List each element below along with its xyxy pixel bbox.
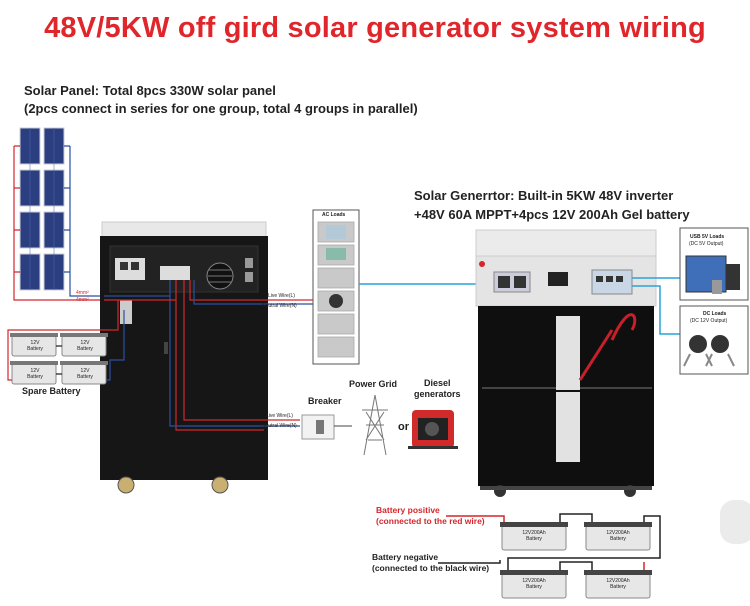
ac-loads-panel — [312, 209, 360, 365]
usb-loads-label-line2: (DC 5V Output) — [689, 241, 724, 247]
diesel-generator — [408, 410, 458, 449]
solar-panel-array — [19, 127, 65, 291]
battery-negative-label: Battery negative — [372, 552, 439, 562]
dc-loads-label-line2: (DC 12V Output) — [690, 318, 728, 324]
neutral-wire-bottom-label: Neutral Wire(N) — [262, 423, 297, 429]
dc-loads-label-line1: DC Loads — [703, 311, 727, 317]
ac-loads-label: AC Loads — [322, 212, 346, 218]
battery-negative-sublabel: (connected to the black wire) — [372, 563, 490, 573]
breaker-label: Breaker — [308, 396, 342, 406]
or-label: or — [398, 421, 409, 433]
spare-battery-label: Spare Battery — [22, 386, 81, 396]
live-wire-bottom-label: Live Wire(L) — [266, 413, 293, 419]
solar-panel-note-line1: Solar Panel: Total 8pcs 330W solar panel — [24, 83, 276, 98]
battery-positive-label: Battery positive — [376, 505, 440, 515]
usb-loads-panel — [679, 227, 749, 301]
solar-generator-note-line1: Solar Generrtor: Built-in 5KW 48V invert… — [414, 188, 674, 203]
pv-negative-label: 4mm² — [76, 290, 89, 296]
diesel-label-line1: Diesel — [424, 378, 451, 388]
dc-loads-panel — [679, 305, 749, 375]
solar-panel-note-line2: (2pcs connect in series for one group, t… — [24, 101, 418, 116]
neutral-wire-top-label: Neutral Wire(N) — [262, 303, 297, 309]
solar-generator-note-line2: +48V 60A MPPT+4pcs 12V 200Ah Gel battery — [414, 207, 690, 222]
diesel-label-line2: generators — [414, 389, 461, 399]
spare-battery-text-4: 12V Battery — [77, 368, 93, 380]
breaker-device — [301, 414, 335, 440]
spare-battery-text-1: 12V Battery — [27, 340, 43, 352]
right-generator-cabinet — [475, 229, 657, 497]
pv-positive-label: 4mm² — [76, 297, 89, 303]
battery-bank — [500, 522, 652, 599]
usb-loads-label-line1: USB 5V Loads — [690, 234, 725, 240]
live-wire-top-label: Live Wire(L) — [268, 293, 295, 299]
spare-battery-text-3: 12V Battery — [27, 368, 43, 380]
power-grid-label: Power Grid — [349, 379, 398, 389]
battery-positive-sublabel: (connected to the red wire) — [376, 516, 485, 526]
power-grid-tower — [362, 394, 388, 456]
page-title: 48V/5KW off gird solar generator system … — [44, 12, 706, 44]
spare-battery-text-2: 12V Battery — [77, 340, 93, 352]
spare-battery-bank — [10, 333, 108, 385]
